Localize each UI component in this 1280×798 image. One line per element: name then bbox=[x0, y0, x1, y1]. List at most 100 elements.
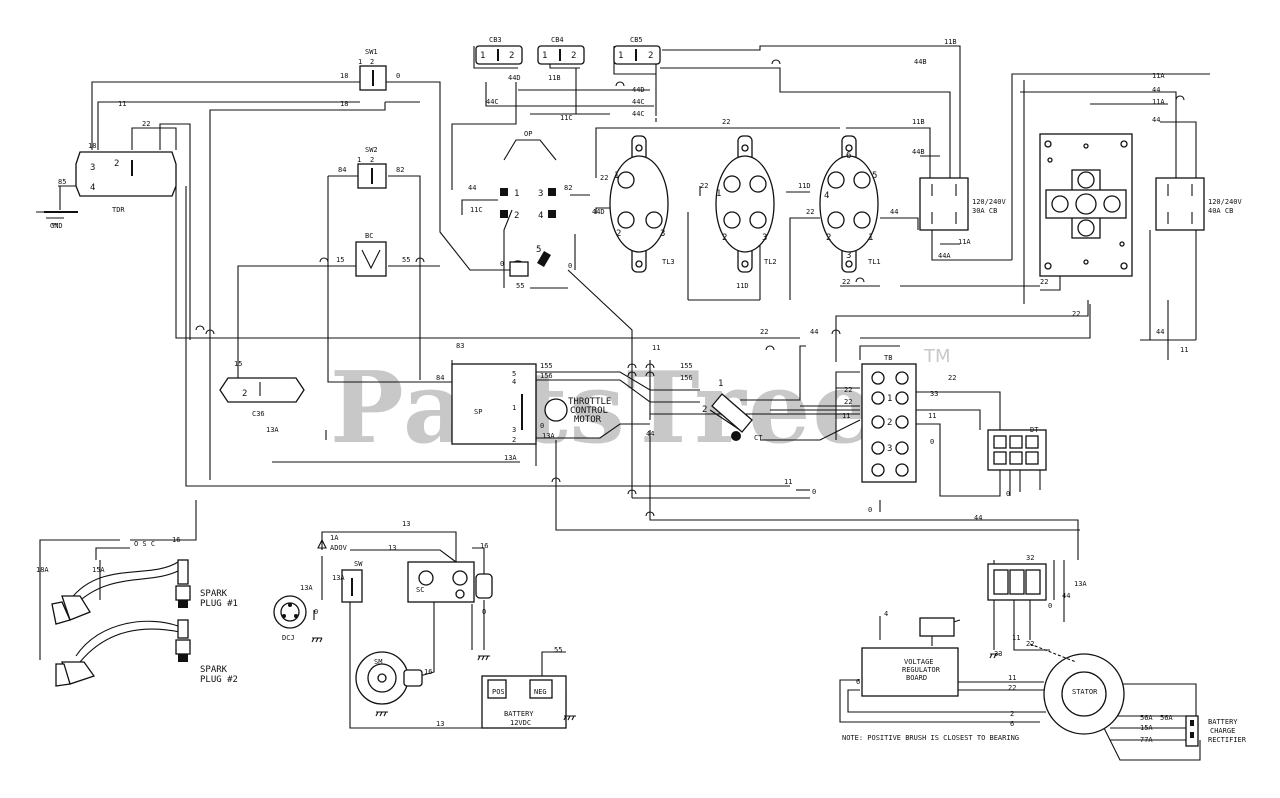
svg-text:13A: 13A bbox=[1074, 580, 1087, 588]
svg-text:15: 15 bbox=[336, 256, 344, 264]
svg-text:4: 4 bbox=[538, 211, 543, 221]
sw2-switch: SW2 1 2 bbox=[357, 146, 387, 189]
svg-text:1: 1 bbox=[716, 189, 721, 199]
svg-text:1: 1 bbox=[514, 189, 519, 199]
svg-text:55: 55 bbox=[516, 282, 524, 290]
svg-text:11C: 11C bbox=[470, 206, 483, 214]
svg-text:1: 1 bbox=[887, 394, 892, 404]
sc-contactor: SC bbox=[407, 561, 493, 603]
tb-label: TB bbox=[884, 354, 892, 362]
wire-number-labels: 18 0 18 11 22 18 85 84 82 15 55 15 13A 8… bbox=[36, 38, 1188, 744]
svg-text:155: 155 bbox=[680, 362, 693, 370]
svg-text:1: 1 bbox=[357, 156, 361, 164]
svg-text:13A: 13A bbox=[504, 454, 517, 462]
svg-text:2: 2 bbox=[887, 418, 892, 428]
svg-text:5: 5 bbox=[512, 370, 516, 378]
svg-text:44D: 44D bbox=[508, 74, 521, 82]
svg-text:83: 83 bbox=[456, 342, 464, 350]
svg-text:13A: 13A bbox=[332, 574, 345, 582]
svg-text:77A: 77A bbox=[1140, 736, 1153, 744]
svg-text:56A: 56A bbox=[1140, 714, 1153, 722]
svg-text:11: 11 bbox=[1180, 346, 1188, 354]
sw-start-switch: SW bbox=[341, 560, 363, 603]
sm-label: SM bbox=[374, 658, 382, 666]
svg-text:15A: 15A bbox=[1140, 724, 1153, 732]
svg-text:11: 11 bbox=[1008, 674, 1016, 682]
svg-text:1: 1 bbox=[618, 51, 623, 61]
c36-module: 2 C36 bbox=[219, 377, 305, 418]
svg-text:THROTTLE: THROTTLE bbox=[568, 397, 611, 407]
svg-text:44C: 44C bbox=[632, 110, 645, 118]
svg-text:55: 55 bbox=[554, 646, 562, 654]
svg-text:16: 16 bbox=[172, 536, 180, 544]
wire-crossover-hops bbox=[195, 59, 1185, 517]
svg-text:3: 3 bbox=[538, 189, 543, 199]
svg-text:84: 84 bbox=[338, 166, 346, 174]
svg-text:1: 1 bbox=[718, 379, 723, 389]
svg-text:156: 156 bbox=[680, 374, 693, 382]
svg-text:44: 44 bbox=[810, 328, 818, 336]
svg-text:22: 22 bbox=[842, 278, 850, 286]
svg-text:44: 44 bbox=[1152, 116, 1160, 124]
svg-text:84: 84 bbox=[436, 374, 444, 382]
svg-text:44: 44 bbox=[646, 430, 654, 438]
svg-text:11B: 11B bbox=[548, 74, 561, 82]
svg-text:1: 1 bbox=[614, 171, 619, 181]
svg-text:11B: 11B bbox=[912, 118, 925, 126]
svg-text:55: 55 bbox=[402, 256, 410, 264]
op-label: OP bbox=[524, 130, 532, 138]
svg-text:4: 4 bbox=[512, 378, 516, 386]
cb4-breaker: CB4 1 2 bbox=[537, 36, 585, 65]
svg-text:1: 1 bbox=[358, 58, 362, 66]
ct-component: CT 1 2 bbox=[702, 379, 763, 442]
svg-text:85: 85 bbox=[58, 178, 66, 186]
tb-terminal-block: TB 1 2 3 bbox=[861, 354, 917, 483]
svg-text:44: 44 bbox=[1156, 328, 1164, 336]
svg-text:RECTIFIER: RECTIFIER bbox=[1208, 736, 1247, 744]
svg-text:13: 13 bbox=[436, 720, 444, 728]
sw1-switch: SW1 1 2 bbox=[358, 48, 387, 91]
svg-text:3: 3 bbox=[90, 163, 95, 173]
svg-text:11: 11 bbox=[652, 344, 660, 352]
svg-text:CB3: CB3 bbox=[489, 36, 502, 44]
bc-label: BC bbox=[365, 232, 373, 240]
svg-text:44B: 44B bbox=[914, 58, 927, 66]
svg-text:POS: POS bbox=[492, 688, 505, 696]
stator-connector bbox=[987, 563, 1047, 601]
fuse-1a: 1A ADOV bbox=[317, 534, 348, 552]
c36-label: C36 bbox=[252, 410, 265, 418]
svg-text:SPARK: SPARK bbox=[200, 589, 228, 599]
wiring-lines bbox=[39, 45, 1210, 761]
svg-text:120/240V: 120/240V bbox=[1208, 198, 1243, 206]
svg-text:18: 18 bbox=[340, 100, 348, 108]
svg-text:22: 22 bbox=[844, 386, 852, 394]
svg-text:44D: 44D bbox=[592, 208, 605, 216]
svg-text:2: 2 bbox=[722, 233, 727, 243]
spark-plug-1: SPARK PLUG #1 bbox=[61, 559, 238, 621]
tl3-label: TL3 bbox=[662, 258, 675, 266]
svg-text:1: 1 bbox=[542, 51, 547, 61]
svg-text:PLUG #2: PLUG #2 bbox=[200, 675, 238, 685]
svg-text:30A CB: 30A CB bbox=[972, 207, 997, 215]
svg-text:0: 0 bbox=[500, 260, 504, 268]
svg-text:2: 2 bbox=[370, 58, 374, 66]
svg-text:11D: 11D bbox=[798, 182, 811, 190]
svg-text:13A: 13A bbox=[300, 584, 313, 592]
stator: STATOR bbox=[1029, 643, 1125, 735]
svg-text:NEG: NEG bbox=[534, 688, 547, 696]
svg-text:44C: 44C bbox=[632, 98, 645, 106]
svg-text:155: 155 bbox=[540, 362, 553, 370]
svg-text:44: 44 bbox=[1062, 592, 1070, 600]
svg-text:44: 44 bbox=[468, 184, 476, 192]
svg-text:44A: 44A bbox=[938, 252, 951, 260]
tl1-label: TL1 bbox=[868, 258, 881, 266]
svg-text:32: 32 bbox=[1026, 554, 1034, 562]
svg-text:22: 22 bbox=[722, 118, 730, 126]
svg-text:18: 18 bbox=[340, 72, 348, 80]
sc-label: SC bbox=[416, 586, 424, 594]
svg-text:22: 22 bbox=[948, 374, 956, 382]
dcj-jack: DCJ bbox=[273, 595, 307, 642]
svg-text:13A: 13A bbox=[542, 432, 555, 440]
svg-text:1: 1 bbox=[512, 404, 516, 412]
